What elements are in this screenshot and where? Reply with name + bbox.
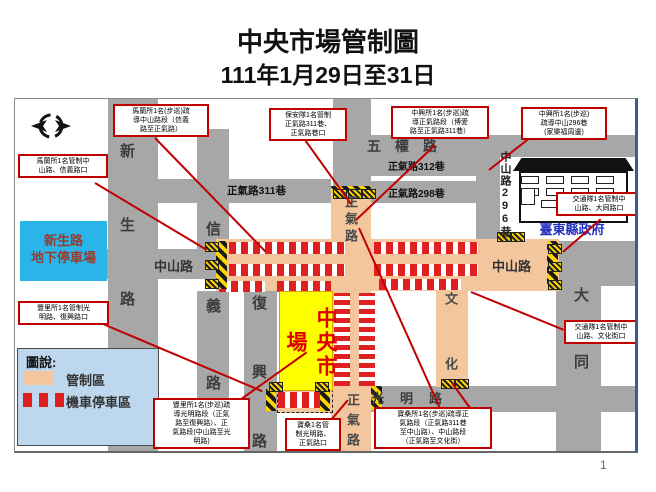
street-datong xyxy=(556,286,601,451)
hazard-barrier xyxy=(371,386,382,410)
barrier-icon xyxy=(548,262,562,272)
street-label-zhengqi-lane-298: 正氣路298巷 xyxy=(388,189,445,200)
moto-parking-zone xyxy=(229,242,345,254)
building-window xyxy=(571,176,589,184)
barrier-icon xyxy=(269,382,283,392)
moto-parking-zone xyxy=(374,242,478,254)
control-area-wenhua xyxy=(436,291,468,387)
callout-baosang-patrol: 寶桑所1名(步巡)疏導正 氣路段（正氣路311巷 至中山路）、中山路段 （正氣路… xyxy=(374,407,492,450)
hazard-barrier xyxy=(266,389,276,411)
street-label-xinyi: 信義路 xyxy=(204,221,221,452)
moto-parking-zone xyxy=(229,264,345,276)
callout-fengli-patrol: 豐里所1名(步巡)疏 導光明路段（正氣 路至復興路）、正 氣路段(中山路至光 明… xyxy=(153,398,250,450)
building-window xyxy=(596,176,614,184)
building-window xyxy=(521,176,539,184)
callout-zhongxing-296-patrol: 中興所1名(步巡) 疏導中山296巷 (家樂福周邊) xyxy=(521,107,607,141)
barrier-icon xyxy=(548,244,562,254)
legend-control-area-label: 管制區 xyxy=(66,373,106,388)
callout-malan-control: 馬蘭所1名管制中 山路、信義路口 xyxy=(18,154,108,179)
street-label-wuquan: 五權路 xyxy=(367,138,451,154)
page-subtitle: 111年1月29日至31日 xyxy=(220,62,436,88)
central-market: 中央市場 xyxy=(279,291,337,391)
legend-control-area-swatch xyxy=(24,371,54,385)
callout-zhongxing-zhengqi-patrol: 中興所1名(步巡)疏 導正氣路段（博愛 路至正氣路311巷） xyxy=(391,106,489,140)
street-zhengqi-lane-298 xyxy=(371,181,476,203)
moto-parking-zone xyxy=(277,281,331,292)
traffic-control-map: 新生路 信義路 復興路 大同 文化 正氣路 正氣路 中山路296巷 五權路 光明… xyxy=(14,98,638,453)
street-label-wenhua: 文化 xyxy=(443,292,458,422)
street-zhongshan-lane-296 xyxy=(476,135,500,241)
moto-parking-zone xyxy=(334,293,350,386)
compass-icon xyxy=(29,109,73,148)
street-label-zhengqi-lane-311: 正氣路311巷 xyxy=(227,185,286,197)
barrier-icon xyxy=(548,280,562,290)
hazard-barrier xyxy=(216,241,227,289)
building-door xyxy=(521,188,535,205)
barrier-icon xyxy=(497,232,511,242)
building-roof xyxy=(513,158,634,171)
central-market-label: 中央市場 xyxy=(284,306,337,379)
legend-title: 圖說: xyxy=(26,355,57,370)
government-label: 臺東縣政府 xyxy=(539,222,605,237)
moto-parking-zone xyxy=(219,281,265,292)
barrier-icon xyxy=(315,382,329,392)
street-label-fuxing: 復興路 xyxy=(250,295,267,453)
barrier-icon xyxy=(511,232,525,242)
hazard-barrier xyxy=(320,389,330,411)
moto-parking-zone xyxy=(278,392,330,408)
street-label-zhengqi-lane-312: 正氣路312巷 xyxy=(388,162,445,173)
callout-malan-patrol: 馬蘭所1名(步巡)疏 導中山路段（信義 路至正氣路） xyxy=(113,104,209,138)
barrier-icon xyxy=(348,189,362,199)
street-zhongshan-east xyxy=(559,241,635,286)
street-label-zhengqi-upper: 正氣路 xyxy=(343,195,358,246)
street-xinyi-south xyxy=(197,291,229,401)
page-title: 中央市場管制圖 xyxy=(236,27,419,57)
street-label-zhongshan-lane-296: 中山路296巷 xyxy=(499,151,511,238)
leader-line xyxy=(470,291,564,331)
callout-fengli-control: 豐里所1名管制光 明路、復興路口 xyxy=(18,301,109,326)
barrier-icon xyxy=(205,279,219,289)
legend-moto-parking-swatch xyxy=(23,393,69,407)
street-label-guangming: 光明路 xyxy=(371,391,459,406)
page-number: 1 xyxy=(600,458,607,472)
moto-parking-zone xyxy=(359,293,375,386)
street-label-zhongshan-east: 中山路 xyxy=(492,259,532,274)
street-zhongshan-west xyxy=(104,249,216,279)
underground-parking-label: 新生路 地下停車場 xyxy=(30,233,96,265)
moto-parking-zone xyxy=(379,279,461,290)
underground-parking: 新生路 地下停車場 xyxy=(20,221,107,281)
barrier-icon xyxy=(362,189,376,199)
street-label-zhongshan-west: 中山路 xyxy=(154,259,194,274)
legend-moto-parking-label: 機車停車區 xyxy=(66,395,132,410)
callout-baoan-control: 保安隊1名管制 正氣路311巷、 正氣路巷口 xyxy=(269,108,347,142)
callout-baosang-control: 寶桑1名管 制光明路、 正氣路口 xyxy=(285,418,341,451)
barrier-icon xyxy=(205,260,219,270)
street-label-zhengqi-lower: 正氣路 xyxy=(345,393,360,453)
legend-panel: 圖說: 管制區 機車停車區 xyxy=(17,348,159,446)
callout-traffic-wenhua-control: 交通隊1名管制中 山路、文化街口 xyxy=(564,320,635,345)
building-window xyxy=(546,176,564,184)
moto-parking-zone xyxy=(374,264,478,276)
callout-traffic-datong-control: 交通隊1名管制中 山路、大同路口 xyxy=(556,192,635,217)
street-zhengqi-lane-311 xyxy=(108,179,331,203)
street-label-datong: 大同 xyxy=(572,287,589,421)
street-zhengqi-lane-312 xyxy=(371,154,476,176)
barrier-icon xyxy=(455,379,469,389)
